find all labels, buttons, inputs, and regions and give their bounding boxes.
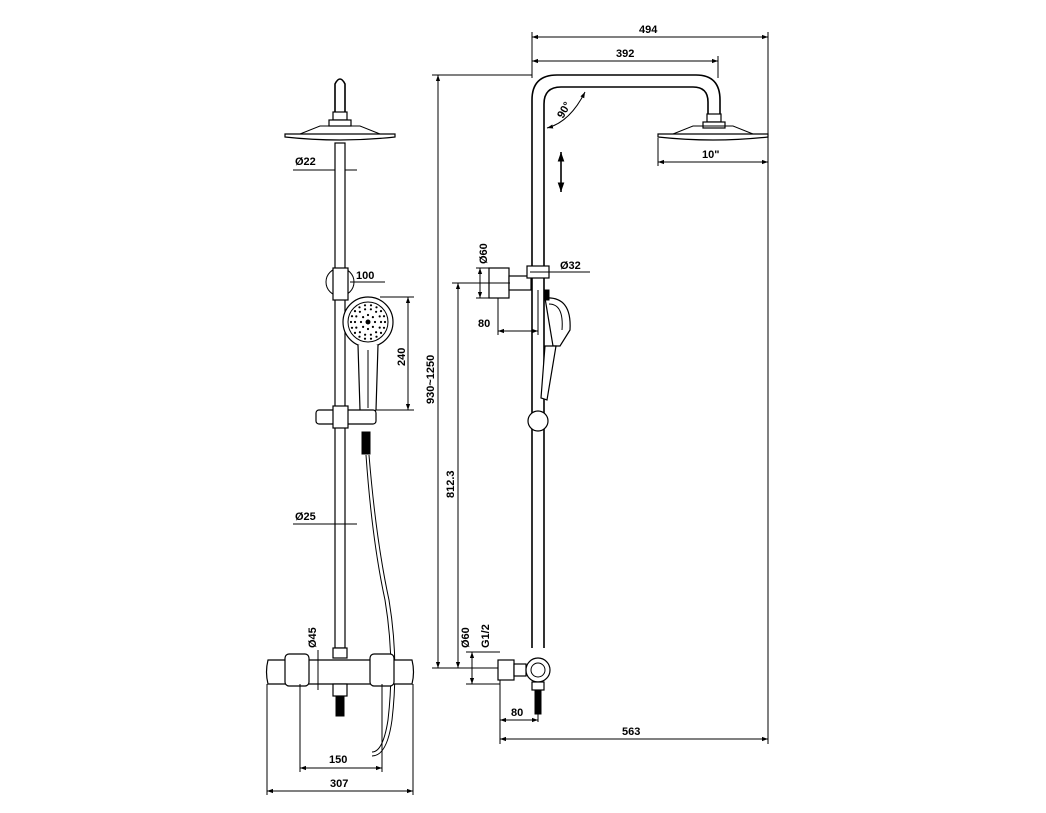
side-hand-shower	[540, 289, 571, 401]
dim-side-inlet-thread: G1/2	[480, 624, 492, 648]
nozzle-dot	[359, 320, 363, 324]
dim-front-holder-size: 100	[356, 270, 374, 282]
nozzle-dot	[355, 315, 358, 318]
nozzle-dot	[375, 331, 378, 334]
nozzle-dot	[358, 335, 361, 338]
nozzle-dot	[371, 316, 374, 319]
nozzle-dot	[378, 326, 381, 329]
front-hose	[365, 454, 392, 753]
nozzle-dot	[371, 325, 374, 328]
dim-front-handshower-length: 240	[396, 348, 408, 366]
dim-side-inlet-offset: 80	[511, 707, 523, 719]
dim-front-pipe-diameter: Ø25	[295, 511, 316, 523]
nozzle-dot	[353, 310, 357, 313]
nozzle-dot	[369, 304, 373, 307]
nozzle-dot	[379, 310, 383, 313]
nozzle-dot	[375, 335, 378, 338]
nozzle-dot	[350, 315, 354, 318]
nozzle-dot	[375, 306, 378, 309]
dim-side-total-width: 494	[639, 24, 658, 36]
dim-side-angle: 90°	[555, 100, 574, 120]
dim-side-arm-length: 392	[616, 48, 634, 60]
nozzle-dot	[362, 325, 365, 328]
nozzle-dot	[369, 337, 373, 340]
nozzle-dot	[349, 320, 353, 324]
nozzle-dot	[358, 306, 361, 309]
side-mixer	[497, 657, 551, 715]
side-shower-head	[657, 133, 769, 141]
nozzle-dot	[355, 326, 358, 329]
side-view: 494 392 90° 10" Ø60 Ø32	[425, 24, 769, 744]
nozzle-dot	[363, 304, 367, 307]
dim-side-inlet-diameter: Ø60	[460, 627, 472, 648]
front-head-connector	[332, 111, 348, 121]
nozzle-dot	[369, 333, 372, 336]
nozzle-dot	[363, 337, 367, 340]
nozzle-dot	[353, 320, 357, 324]
side-shower-arm	[531, 74, 721, 648]
front-main-pipe	[334, 142, 346, 649]
nozzle-dot	[364, 333, 367, 336]
nozzle-dot	[350, 326, 354, 329]
front-hand-shower	[342, 296, 394, 414]
nozzle-dot	[364, 308, 367, 311]
nozzle-dot	[366, 313, 370, 317]
nozzle-dot	[366, 327, 370, 331]
nozzle-dot	[353, 331, 357, 334]
dim-front-mixer-diameter: Ø45	[307, 627, 319, 648]
dim-front-mixer-width: 307	[330, 778, 348, 790]
dim-side-base-width: 563	[622, 726, 640, 738]
dim-front-pipe-top-diameter: Ø22	[295, 156, 316, 168]
nozzle-dot	[358, 331, 361, 334]
dim-side-height-range: 930~1250	[425, 355, 437, 404]
nozzle-dot	[375, 310, 378, 313]
dim-side-holder-offset: 80	[478, 318, 490, 330]
front-view: Ø22 100 240 Ø25	[265, 78, 415, 795]
nozzle-dot	[379, 331, 383, 334]
dim-front-center-distance: 150	[329, 754, 347, 766]
front-shower-head	[284, 133, 396, 141]
nozzle-dot	[362, 316, 365, 319]
nozzle-dot	[369, 308, 372, 311]
nozzle-dot	[379, 320, 383, 324]
dim-side-head-size: 10"	[702, 149, 719, 161]
dim-side-holder-diameter: Ø60	[478, 243, 490, 264]
dim-side-height: 812.3	[445, 470, 457, 498]
nozzle-dot	[378, 315, 381, 318]
side-slider	[527, 410, 549, 432]
nozzle-dot	[373, 320, 377, 324]
front-gooseneck	[334, 78, 346, 112]
nozzle-dot	[382, 315, 386, 318]
dim-side-pipe-diameter: Ø32	[560, 260, 581, 272]
nozzle-dot	[382, 326, 386, 329]
nozzle-dot	[358, 310, 361, 313]
nozzle-dot	[383, 320, 387, 324]
